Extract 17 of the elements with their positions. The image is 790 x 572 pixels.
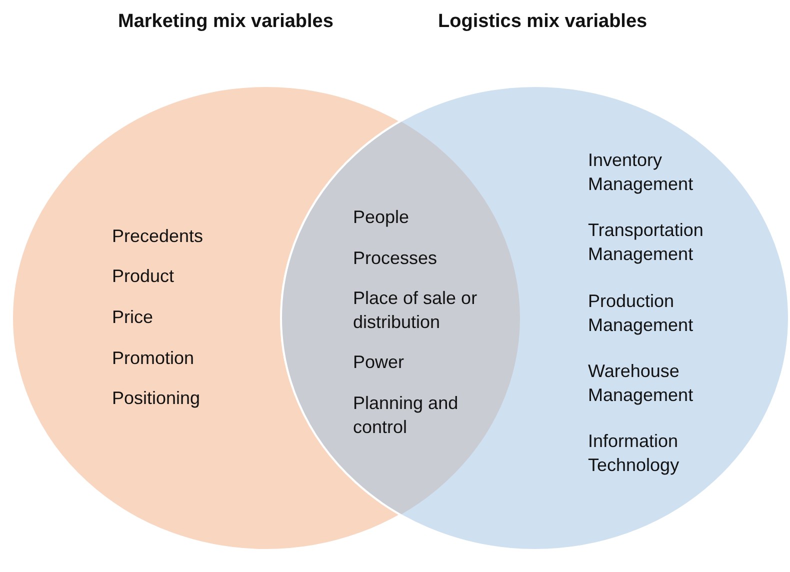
list-item: Information Technology	[588, 430, 680, 477]
list-item: Production Management	[588, 290, 694, 337]
list-item: Place of sale or distribution	[353, 287, 478, 334]
list-item: Price	[112, 306, 154, 329]
list-item: Warehouse Management	[588, 360, 694, 407]
list-item: Planning and control	[353, 392, 460, 439]
list-item: Processes	[353, 247, 438, 270]
circle-heading: Logistics mix variables	[438, 10, 648, 34]
list-item: People	[353, 206, 410, 229]
list-item: Promotion	[112, 347, 196, 370]
circle-heading: Marketing mix variables	[118, 10, 334, 34]
list-item: Positioning	[112, 387, 202, 410]
list-item: Inventory Management	[588, 149, 694, 196]
list-item: Product	[112, 265, 176, 288]
list-item: Precedents	[112, 225, 204, 248]
list-item: Power	[353, 351, 406, 374]
list-item: Transportation Management	[588, 219, 704, 266]
